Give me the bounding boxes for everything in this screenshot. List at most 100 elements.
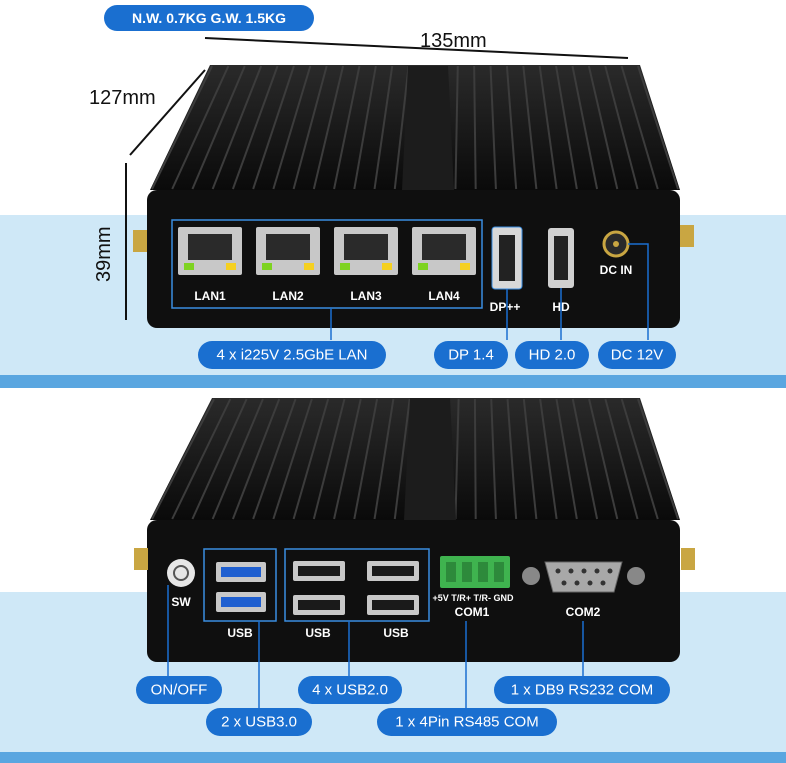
heatsink-fin (211, 398, 264, 520)
heatsink-fin (539, 398, 558, 520)
heatsink-fin (571, 398, 599, 520)
usb3-port-2-tongue (221, 597, 261, 607)
db9-pin (607, 568, 613, 574)
weight-badge: N.W. 0.7KG G.W. 1.5KG (104, 5, 314, 31)
callout-rs232: 1 x DB9 RS232 COM (494, 676, 670, 704)
lan-led-yellow (460, 263, 470, 270)
heatsink-fin (353, 65, 377, 190)
heatsink-fin (571, 65, 599, 190)
device-rear-view: SW USB USB USB +5V T/R+ T/R- GND COM1 CO… (134, 398, 695, 662)
callout-rs485: 1 x 4Pin RS485 COM (377, 708, 557, 736)
lan-port-opening (422, 234, 466, 260)
bottom-divider (0, 752, 786, 763)
depth-dimension-line (129, 69, 206, 156)
heatsink-center-block-rear (404, 398, 456, 520)
lan-led-green (340, 263, 350, 270)
usb2-port-tongue (298, 566, 340, 576)
callout-dc-label: DC 12V (611, 347, 664, 364)
heatsink-fin (252, 398, 297, 520)
lan-led-yellow (226, 263, 236, 270)
lan-port-opening (266, 234, 310, 260)
callout-on-off-label: ON/OFF (151, 682, 208, 699)
width-dimension-label: 135mm (420, 30, 487, 52)
lan-led-yellow (304, 263, 314, 270)
heatsink-fin (490, 398, 497, 520)
usb2-port-tongue (372, 600, 414, 610)
heatsink-center-block (402, 66, 454, 190)
callout-usb3-label: 2 x USB3.0 (221, 714, 297, 731)
heatsink-fin (211, 65, 263, 190)
heatsink-fin (191, 398, 248, 520)
callout-lan-label: 4 x i225V 2.5GbE LAN (217, 347, 368, 364)
port-label-usb3: USB (227, 626, 253, 640)
heatsink-fin (522, 398, 538, 520)
heatsink-fin (333, 398, 362, 520)
callout-usb2-label: 4 x USB2.0 (312, 682, 388, 699)
lan-led-green (418, 263, 428, 270)
dc-in-pin (613, 241, 619, 247)
port-label-usb2-right: USB (383, 626, 409, 640)
db9-pin (568, 568, 574, 574)
heatsink-fin (191, 65, 246, 190)
db9-screw-right (627, 567, 645, 585)
callout-usb2: 4 x USB2.0 (298, 676, 402, 704)
power-icon (173, 565, 189, 581)
heatsink-fin (393, 65, 410, 190)
lan-port-opening (344, 234, 388, 260)
callout-rs232-label: 1 x DB9 RS232 COM (511, 682, 654, 699)
usb3-group-outline (203, 548, 277, 622)
heatsink-fin (252, 65, 295, 190)
heatsink-fin (555, 398, 578, 520)
heatsink-fin (292, 65, 328, 190)
heatsink-fin (454, 65, 459, 190)
port-label-usb2-left: USB (305, 626, 331, 640)
section-divider (0, 375, 786, 388)
heatsink-fin (538, 65, 558, 190)
rs485-pin (462, 562, 472, 582)
port-label-com2: COM2 (566, 605, 601, 619)
heatsink-fin (151, 398, 215, 520)
antenna-left (133, 230, 147, 252)
heatsink-fin (312, 65, 345, 190)
db9-pin (555, 568, 561, 574)
heatsink-fin (473, 65, 477, 190)
heatsink-fin (505, 65, 518, 190)
heatsink-fin (588, 398, 619, 520)
db9-pin (581, 568, 587, 574)
db9-pin (600, 580, 606, 586)
antenna-right-rear (681, 548, 695, 570)
front-leader-lines (330, 243, 649, 340)
lan-led-yellow (382, 263, 392, 270)
heatsink-fin (272, 65, 312, 190)
depth-dimension-label: 127mm (89, 87, 156, 109)
db9-pin (561, 580, 567, 586)
heatsink-fin (171, 398, 232, 520)
port-label-lan: LAN2 (272, 289, 304, 303)
rs485-terminal-block (440, 556, 510, 588)
db9-connector (544, 561, 623, 593)
port-label-lan: LAN3 (350, 289, 382, 303)
usb2-group-outline (284, 548, 430, 622)
heatsink-fin (373, 398, 395, 520)
displayport-slot (499, 235, 515, 281)
db9-pin (594, 568, 600, 574)
heatsink-fin (506, 398, 518, 520)
lan-led-green (262, 263, 272, 270)
heatsink-fin (231, 398, 281, 520)
hdmi-slot (554, 236, 568, 280)
rear-panel (147, 520, 680, 662)
heatsink-fin (454, 398, 460, 520)
rs485-pin (446, 562, 456, 582)
rear-leader-lines (167, 585, 584, 708)
antenna-left-rear (134, 548, 148, 570)
power-button (167, 559, 195, 587)
heatsink-fin (151, 65, 213, 190)
usb3-port-1-tongue (221, 567, 261, 577)
port-label-sw: SW (171, 595, 191, 609)
height-dimension-label: 39mm (93, 226, 115, 282)
lan-group-outline (171, 219, 483, 309)
lan-port-opening (188, 234, 232, 260)
rs485-pin (478, 562, 488, 582)
